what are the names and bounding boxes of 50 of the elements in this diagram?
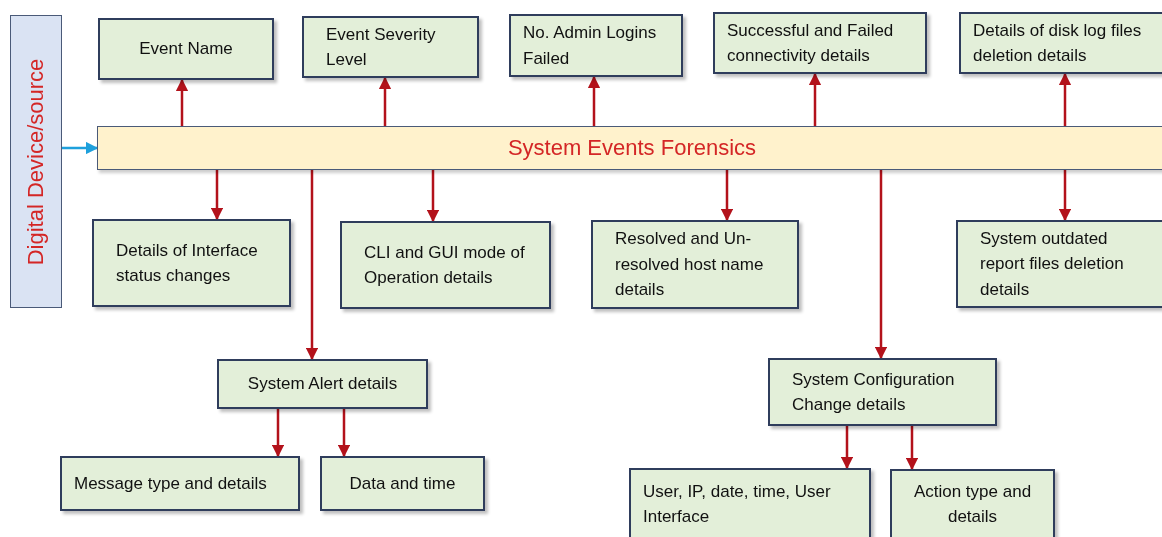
source-box bbox=[10, 15, 62, 308]
arrow bbox=[1058, 170, 1072, 222]
box-label: Event Name bbox=[139, 38, 233, 61]
arrow bbox=[840, 426, 854, 470]
bar-title: System Events Forensics bbox=[507, 135, 757, 161]
process-box bbox=[768, 358, 997, 426]
box-label: Message type and details bbox=[74, 472, 268, 495]
box-label: User, IP, date, time, User Interface bbox=[643, 480, 832, 528]
box-label: System outdated report files deletion details bbox=[980, 227, 1125, 301]
process-box bbox=[509, 14, 683, 77]
process-box bbox=[320, 456, 485, 511]
arrow bbox=[305, 170, 319, 361]
arrow bbox=[271, 409, 285, 458]
arrow bbox=[210, 170, 224, 221]
box-label: Successful and Failed connectivity details bbox=[727, 19, 895, 67]
box-label: Event Severity Level bbox=[326, 23, 437, 71]
process-box bbox=[98, 18, 274, 80]
process-box bbox=[591, 220, 799, 309]
box-label: Details of disk log files deletion details bbox=[973, 19, 1143, 67]
arrow bbox=[874, 170, 888, 360]
box-label: CLI and GUI mode of Operation details bbox=[364, 241, 526, 289]
arrow bbox=[905, 426, 919, 471]
source-label: Digital Device/source bbox=[23, 58, 49, 265]
arrow bbox=[62, 141, 99, 155]
process-box bbox=[217, 359, 428, 409]
arrow bbox=[1058, 72, 1072, 126]
box-label: Resolved and Un-resolved host name details bbox=[615, 228, 765, 302]
arrow bbox=[426, 170, 440, 223]
process-bar bbox=[97, 126, 1162, 170]
arrow bbox=[808, 72, 822, 126]
process-box bbox=[340, 221, 551, 309]
arrow bbox=[175, 78, 189, 126]
box-label: System Alert details bbox=[247, 373, 398, 396]
arrow bbox=[337, 409, 351, 458]
process-box bbox=[302, 16, 479, 78]
arrow bbox=[720, 170, 734, 222]
process-box bbox=[629, 468, 871, 537]
process-box bbox=[890, 469, 1055, 537]
arrow bbox=[587, 75, 601, 126]
box-label: Data and time bbox=[349, 472, 456, 495]
process-box bbox=[713, 12, 927, 74]
arrow bbox=[378, 76, 392, 126]
process-box bbox=[956, 220, 1162, 308]
box-label: Details of Interface status changes bbox=[116, 239, 259, 287]
process-box bbox=[60, 456, 300, 511]
process-box bbox=[92, 219, 291, 307]
box-label: Action type and details bbox=[912, 480, 1033, 528]
box-label: System Configuration Change details bbox=[792, 368, 956, 416]
box-label: No. Admin Logins Failed bbox=[523, 22, 658, 70]
process-box bbox=[959, 12, 1162, 74]
